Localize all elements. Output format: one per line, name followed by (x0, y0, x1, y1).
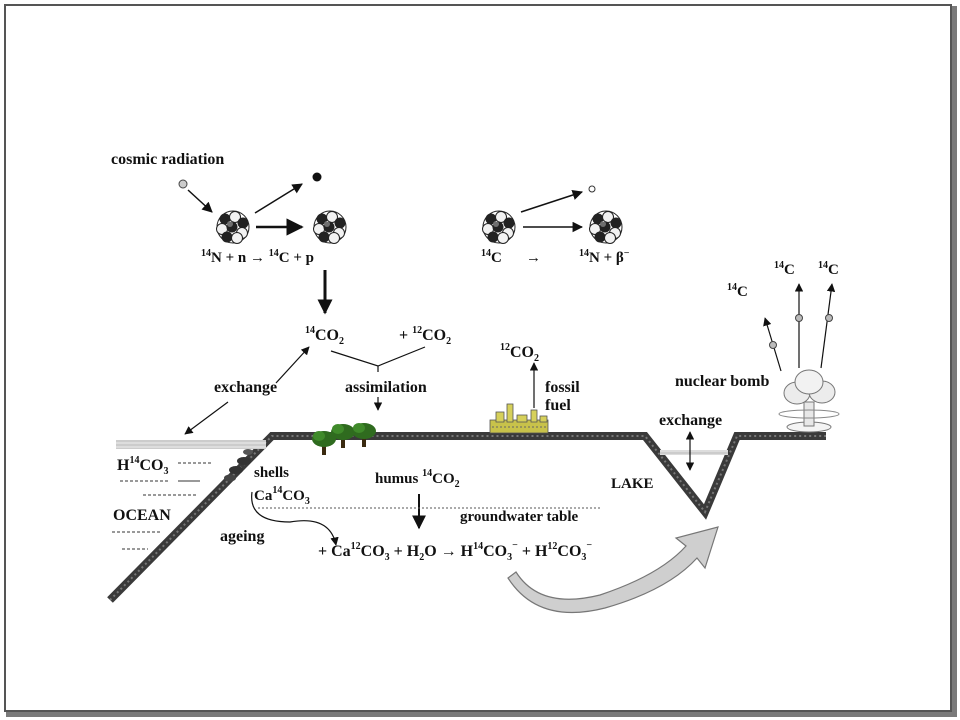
proton-particle-icon (312, 172, 322, 182)
incoming-neutron-arrow (187, 189, 213, 213)
cosmic-radiation-label: cosmic radiation (111, 151, 224, 168)
neutron-particle-icon (178, 179, 188, 189)
proton-emission-arrow (254, 183, 303, 214)
decay-equation-left: 14C (481, 248, 502, 266)
decay-arrow-symbol: → (526, 250, 541, 266)
decay-equation-right: 14N + β− (579, 248, 630, 266)
shells-icon (224, 449, 253, 482)
shells-formula-label: Ca14CO3 (254, 485, 310, 507)
ground-surface-texture (109, 435, 826, 601)
exchange-to-atmosphere-arrow (275, 346, 310, 384)
atom-icon (313, 210, 347, 244)
slide-shadow-right (952, 6, 957, 717)
bomb-c14-label-right: 14C (818, 260, 839, 278)
tree-icon (352, 423, 376, 447)
fossil-label: fossil (545, 379, 580, 396)
atom-icon (216, 210, 250, 244)
bomb-c14-label-middle: 14C (774, 260, 795, 278)
co2-merge-lines (330, 346, 426, 367)
lake-surface (660, 450, 728, 455)
exchange-left-label: exchange (214, 379, 277, 396)
bomb-emission-arrow-right (820, 283, 836, 369)
c14-particle-icon (825, 314, 833, 322)
bomb-c14-label-left: 14C (727, 282, 748, 300)
tree-icon (331, 424, 355, 448)
c14-particle-icon (769, 341, 777, 349)
neutron-capture-equation: 14N + n → 14C + p (201, 248, 314, 266)
fossil-co2-label: 12CO2 (500, 342, 539, 364)
nuclear-bomb-label: nuclear bomb (675, 373, 769, 390)
c14-particle-icon (795, 314, 803, 322)
exchange-to-ocean-arrow (184, 401, 229, 435)
slide-shadow-bottom (6, 712, 957, 717)
beta-emission-arrow (520, 189, 583, 213)
city-icon (489, 403, 549, 434)
atom-icon (482, 210, 516, 244)
mushroom-cloud-icon (778, 369, 840, 433)
slide-border (4, 4, 952, 712)
lake-label: LAKE (611, 476, 654, 492)
fuel-label: fuel (545, 397, 571, 414)
groundwater-label: groundwater table (460, 509, 579, 525)
assimilation-label: assimilation (345, 379, 427, 396)
ageing-label: ageing (220, 528, 264, 545)
co2-14-label: 14CO2 (305, 325, 344, 347)
shells-label: shells (254, 465, 289, 481)
humus-co2-label: humus 14CO2 (375, 468, 460, 490)
groundwater-flow-arrow (507, 526, 719, 614)
dissolution-equation: + Ca12CO3 + H2O → H14CO3− + H12CO3− (318, 540, 592, 563)
ageing-arrow (251, 491, 339, 546)
atom-icon (589, 210, 623, 244)
exchange-right-label: exchange (659, 412, 722, 429)
ocean-bicarbonate-label: H14CO3 (117, 455, 168, 477)
co2-12-label: + 12CO2 (399, 325, 451, 347)
ocean-surface (116, 440, 266, 449)
ocean-label: OCEAN (113, 507, 171, 524)
beta-particle-icon (588, 185, 596, 193)
